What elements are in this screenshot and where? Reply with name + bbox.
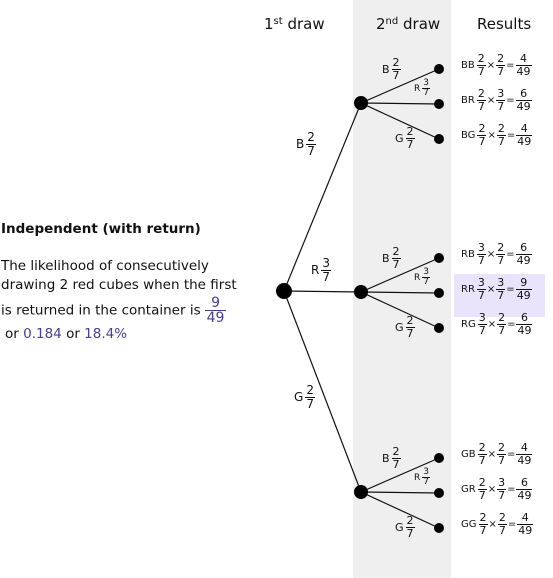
leaf-node bbox=[434, 99, 444, 109]
mid-node bbox=[354, 285, 368, 299]
branch-second-rb bbox=[360, 257, 440, 293]
answer-decimal: 0.184 bbox=[23, 325, 62, 342]
rr-result-highlight bbox=[454, 274, 545, 317]
leaf-node bbox=[434, 453, 444, 463]
explanation-title: Independent (with return) bbox=[1, 221, 201, 237]
answer-percent: 18.4% bbox=[84, 325, 128, 342]
branch-first-b bbox=[283, 102, 362, 292]
branch-second-rr bbox=[360, 291, 440, 294]
second-draw-header: 2nd draw bbox=[376, 15, 441, 33]
explanation-text: The likelihood of consecutively drawing … bbox=[1, 257, 237, 319]
leaf-node bbox=[434, 134, 444, 144]
leaf-node bbox=[434, 523, 444, 533]
leaf-node bbox=[434, 288, 444, 298]
first-draw-header: 1st draw bbox=[264, 15, 325, 33]
results-header: Results bbox=[477, 15, 532, 33]
leaf-node bbox=[434, 323, 444, 333]
leaf-node bbox=[434, 488, 444, 498]
explanation-panel: Independent (with return) The likelihood… bbox=[1, 220, 249, 344]
branch-second-bg bbox=[360, 102, 440, 140]
root-node bbox=[276, 283, 292, 299]
branch-second-bb bbox=[360, 68, 440, 104]
mid-node bbox=[354, 96, 368, 110]
leaf-node bbox=[434, 64, 444, 74]
mid-node bbox=[354, 485, 368, 499]
branch-second-gg bbox=[360, 491, 440, 529]
branch-second-br bbox=[360, 102, 440, 105]
branch-second-rg bbox=[360, 291, 440, 329]
answer-alternatives: or 0.184 or 18.4% bbox=[5, 325, 128, 342]
leaf-node bbox=[434, 253, 444, 263]
branch-first-r bbox=[283, 290, 362, 293]
branch-second-gr bbox=[360, 491, 440, 494]
branch-second-gb bbox=[360, 457, 440, 493]
branch-first-g bbox=[283, 290, 362, 493]
